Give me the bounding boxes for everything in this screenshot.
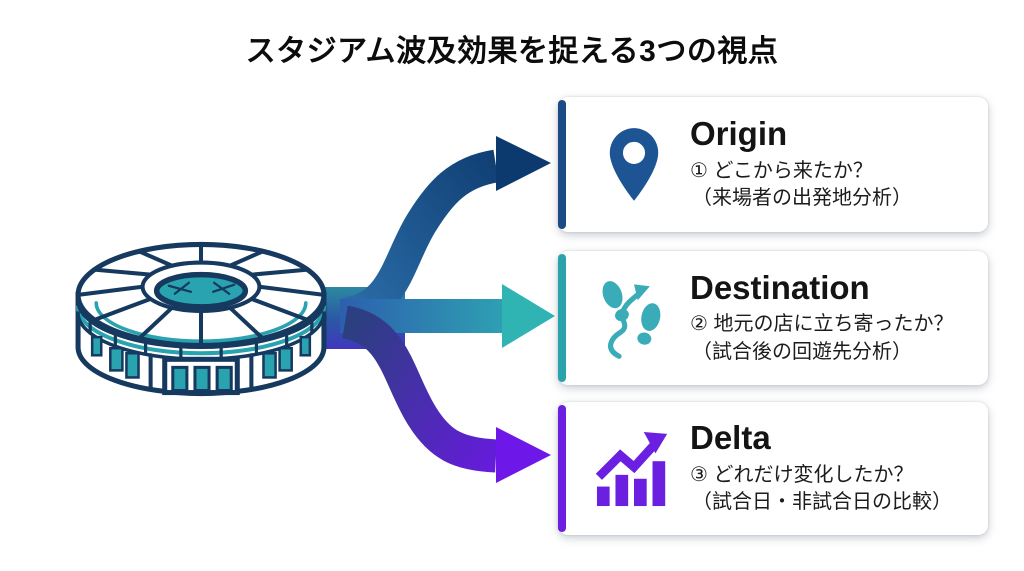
delta-title: Delta <box>690 419 771 457</box>
origin-icon-box <box>594 125 674 205</box>
destination-subtext: （試合後の回遊先分析） <box>692 340 912 363</box>
bar-chart-icon <box>595 431 668 506</box>
arrow-to-origin <box>341 136 551 331</box>
arrow-to-delta <box>341 305 551 483</box>
destination-accent-bar <box>558 254 566 382</box>
delta-subtext: （試合日・非試合日の比較） <box>692 491 952 514</box>
page-title: スタジアム波及効果を捉える3つの視点 <box>245 35 779 68</box>
flow-arrows <box>292 136 555 483</box>
origin-subtext: （来場者の出発地分析） <box>692 187 912 210</box>
origin-accent-bar <box>558 100 566 229</box>
origin-question: ① どこから来たか？ <box>690 159 873 182</box>
delta-icon-box <box>594 429 674 509</box>
card-delta: Delta ③ どれだけ変化したか？ （試合日・非試合日の比較） <box>558 402 988 535</box>
delta-accent-bar <box>558 405 566 532</box>
destination-icon-box <box>594 276 674 360</box>
delta-question: ③ どれだけ変化したか？ <box>690 463 914 486</box>
map-pin-icon <box>609 127 659 201</box>
destination-question: ② 地元の店に立ち寄ったか？ <box>690 313 954 336</box>
card-destination: Destination ② 地元の店に立ち寄ったか？ （試合後の回遊先分析） <box>558 251 988 385</box>
origin-title: Origin <box>690 115 788 153</box>
card-origin: Origin ① どこから来たか？ （来場者の出発地分析） <box>558 97 988 232</box>
footprints-icon <box>602 281 661 359</box>
destination-title: Destination <box>690 268 870 306</box>
stadium-icon <box>75 241 327 397</box>
